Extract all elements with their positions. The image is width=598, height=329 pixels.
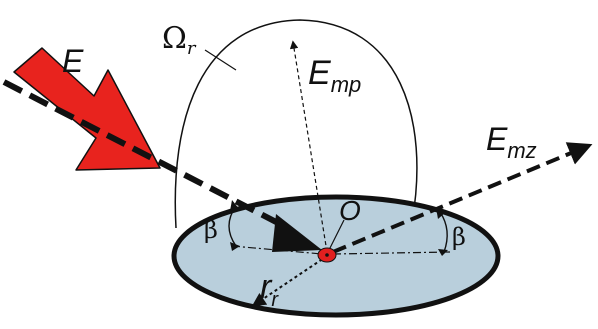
- beta-right-arc-tip-bottom: [438, 249, 448, 256]
- e-mz-arrow: [332, 142, 593, 254]
- omega-leader-line: [204, 49, 237, 71]
- origin-label: O: [339, 195, 361, 226]
- origin-dot: [325, 253, 329, 257]
- e-mp-label: Emp: [308, 54, 361, 97]
- beta-left-arc-tip-bottom: [230, 242, 240, 251]
- radius-arrow: [251, 255, 328, 307]
- omega-label: Ωr: [162, 21, 197, 59]
- beta-right-arc-tip-top: [436, 208, 446, 219]
- beta-right-label: β: [452, 223, 466, 251]
- hemisphere-dome: [174, 19, 418, 229]
- e-mp-arrow: [289, 40, 328, 253]
- e-incident-label: E: [62, 43, 84, 79]
- incident-arrowhead: [272, 214, 322, 252]
- left-reference-line: [231, 245, 323, 255]
- origin-leader-line: [328, 219, 345, 251]
- right-reference-line: [332, 251, 451, 255]
- e-mz-label: Emz: [486, 121, 537, 163]
- radius-label: rr: [260, 268, 279, 311]
- incident-dashed-line: [2, 79, 286, 229]
- incident-red-arrow: [13, 47, 161, 171]
- beta-left-label: β: [204, 216, 218, 244]
- beta-left-arc-tip-top: [230, 200, 240, 211]
